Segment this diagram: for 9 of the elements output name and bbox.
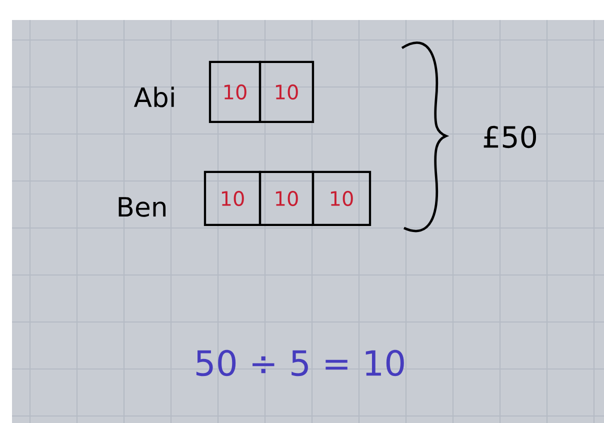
text-label: Abi [134,86,174,108]
text-label: Ben [118,197,166,217]
bar-cell: 10 [312,170,372,226]
bar-cell: 10 [258,60,314,124]
bar-cell: 10 [208,60,262,124]
text-label: 50 ÷ 5 = 10 [196,350,404,376]
bar-cell: 10 [204,170,262,226]
text-label: £50 [484,126,536,148]
bar-cell: 10 [258,170,314,226]
